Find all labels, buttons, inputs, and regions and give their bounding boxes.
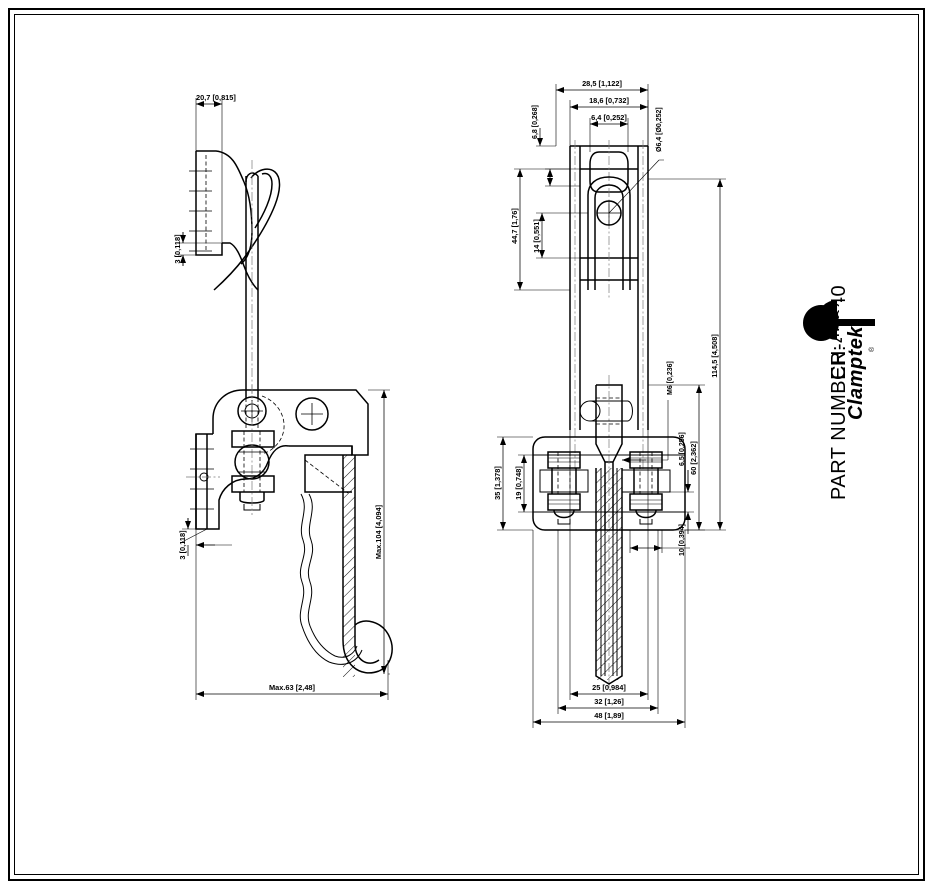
dim-rv-plate-thickness: 6,5 [0,256] [679,432,686,466]
part-number-label: PART NUMBER: [828,345,850,500]
sheet-border-outer [8,8,925,881]
sheet-border-inner [14,14,919,875]
dim-lv-overall-width: Max.63 [2,48] [269,683,316,692]
dim-lv-overall-height: Max.104 [4,094] [374,504,383,559]
brand-name: Clamptek [845,326,867,420]
left-view-dimensions: 20,7 [0,815] 3 [0,118] 3 [0,118] Max.104… [173,93,390,700]
dim-rv-base-width: 48 [1,89] [594,711,624,720]
dim-rv-hole-span: 32 [1,26] [594,697,624,706]
title-block: PART NUMBER: CH-40840 Clamptek ® [803,285,876,500]
dim-rv-pin-height: 14 [0,551] [532,219,541,253]
dim-rv-spindle-length: 60 [2,362] [689,441,698,475]
dim-lv-top-width: 20,7 [0,815] [196,93,236,102]
dim-rv-inner-width: 25 [0,984] [592,683,626,692]
dim-lv-top-thickness: 3 [0,118] [173,234,182,264]
dim-rv-hole-spacing-v: 19 [0,748] [514,466,523,500]
dim-rv-hole-dia: Ø6,4 [Ø0,252] [656,107,663,152]
dim-rv-slot-width: 6,4 [0,252] [591,113,627,122]
dim-rv-outer-width: 28,5 [1,122] [582,79,622,88]
dim-rv-hook-height: 44,7 [1,76] [510,208,519,244]
brand-registered-mark: ® [868,346,876,352]
dim-rv-hole-edge: 10 [0,394] [679,524,686,556]
dim-lv-base-thickness: 3 [0,118] [178,530,187,560]
dim-rv-total-height: 114,5 [4,508] [710,334,719,378]
dim-rv-plate-height: 35 [1,378] [493,466,502,500]
right-view-dimensions: 28,5 [1,122] 18,6 [0,732] 6,4 [0,252] 6,… [493,79,726,728]
dim-rv-thread: M6 [0,236] [667,361,674,395]
dim-rv-mid-width: 18,6 [0,732] [589,96,629,105]
dim-rv-slot-offset: 6,8 [0,268] [532,105,539,139]
clamptek-logo-icon [803,300,875,342]
left-view-geometry [186,150,393,677]
right-view-geometry [532,140,686,690]
